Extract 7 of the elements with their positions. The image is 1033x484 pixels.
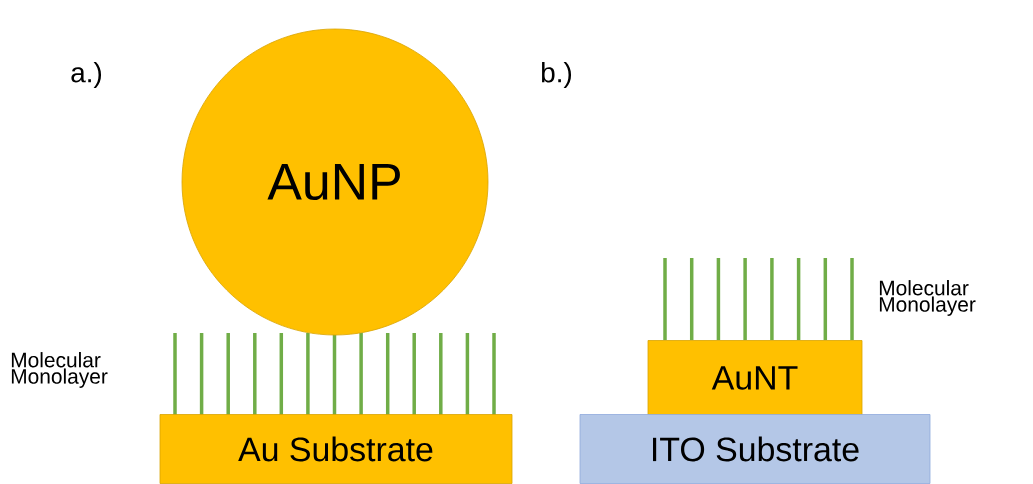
layer-label: Molecular Monolayer bbox=[11, 352, 108, 388]
substrate-box: Au Substrate bbox=[159, 414, 513, 484]
panel-label: a.) bbox=[71, 62, 102, 88]
panel-label: b.) bbox=[542, 62, 572, 88]
layer-label: Molecular Monolayer bbox=[879, 280, 976, 316]
substrate-box: ITO Substrate bbox=[579, 414, 931, 484]
layer-box: AuNT bbox=[647, 340, 863, 416]
